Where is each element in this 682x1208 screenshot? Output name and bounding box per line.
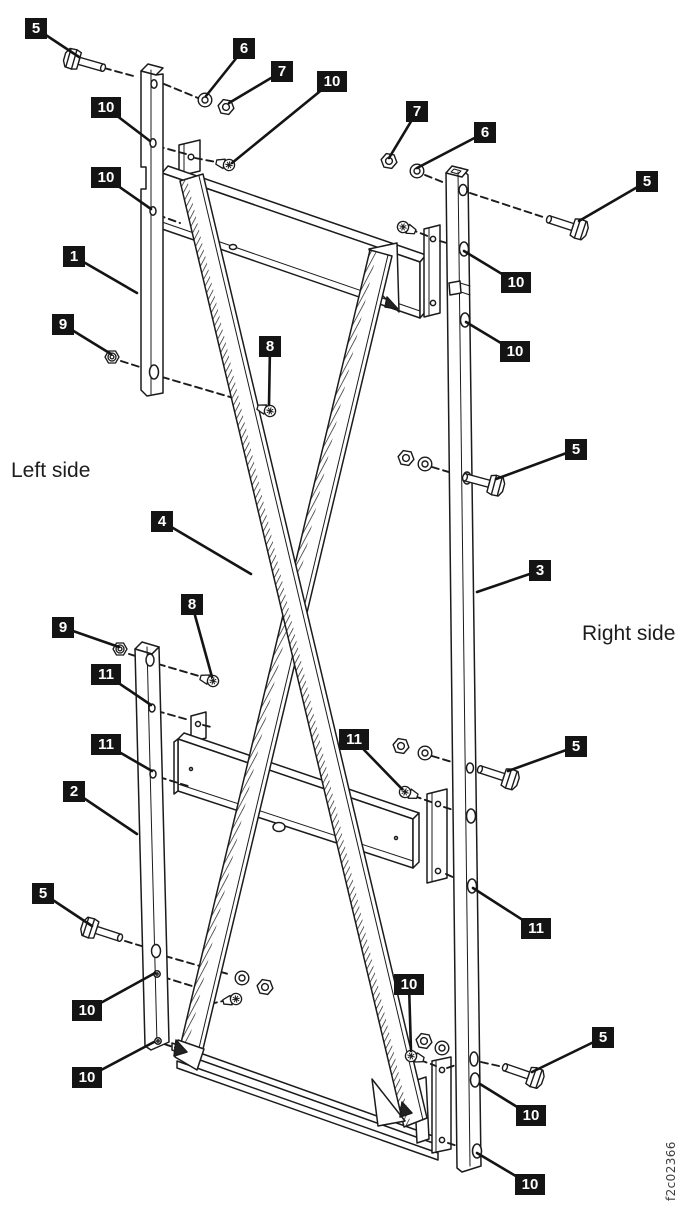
callout-8: 8 xyxy=(259,336,281,357)
callout-leader-5 xyxy=(494,448,578,481)
callout-leader-5 xyxy=(506,745,578,773)
callout-leader-10 xyxy=(407,983,413,1053)
callout-9: 9 xyxy=(52,314,74,335)
bottom-crossmember xyxy=(171,1042,452,1161)
left-lower-rail xyxy=(134,641,170,1051)
callout-11: 11 xyxy=(339,729,369,750)
callout-1: 1 xyxy=(63,246,85,267)
callout-7: 7 xyxy=(271,61,293,82)
figure-id: f2c02366 xyxy=(664,1141,678,1201)
callout-3: 3 xyxy=(529,560,551,581)
callout-leader-8 xyxy=(190,603,214,679)
callout-5: 5 xyxy=(25,18,47,39)
callout-5: 5 xyxy=(565,736,587,757)
callout-2: 2 xyxy=(63,781,85,802)
callout-leader-4 xyxy=(160,520,253,576)
callout-9: 9 xyxy=(52,617,74,638)
callout-leader-10 xyxy=(230,80,334,165)
callout-7: 7 xyxy=(406,101,428,122)
callout-10: 10 xyxy=(91,97,121,118)
callout-10: 10 xyxy=(72,1000,102,1021)
callout-11: 11 xyxy=(91,734,121,755)
left-upper-rail xyxy=(140,63,164,397)
callout-6: 6 xyxy=(233,38,255,59)
callout-leader-5 xyxy=(530,1036,605,1074)
callout-6: 6 xyxy=(474,122,496,143)
callout-5: 5 xyxy=(592,1027,614,1048)
right-side-label: Right side xyxy=(582,622,676,645)
callout-10: 10 xyxy=(72,1067,102,1088)
callout-10: 10 xyxy=(500,341,530,362)
x-brace xyxy=(173,173,428,1128)
callout-10: 10 xyxy=(516,1105,546,1126)
callout-10: 10 xyxy=(501,272,531,293)
callout-10: 10 xyxy=(91,167,121,188)
callout-5: 5 xyxy=(32,883,54,904)
callout-5: 5 xyxy=(565,439,587,460)
callout-10: 10 xyxy=(394,974,424,995)
callout-leader-6 xyxy=(415,131,487,170)
callout-10: 10 xyxy=(317,71,347,92)
callout-10: 10 xyxy=(515,1174,545,1195)
callout-4: 4 xyxy=(151,511,173,532)
callout-11: 11 xyxy=(91,664,121,685)
left-side-label: Left side xyxy=(11,459,91,482)
callout-11: 11 xyxy=(521,918,551,939)
callout-8: 8 xyxy=(181,594,203,615)
callout-5: 5 xyxy=(636,171,658,192)
callout-leader-5 xyxy=(577,180,649,223)
right-rail xyxy=(445,165,483,1173)
